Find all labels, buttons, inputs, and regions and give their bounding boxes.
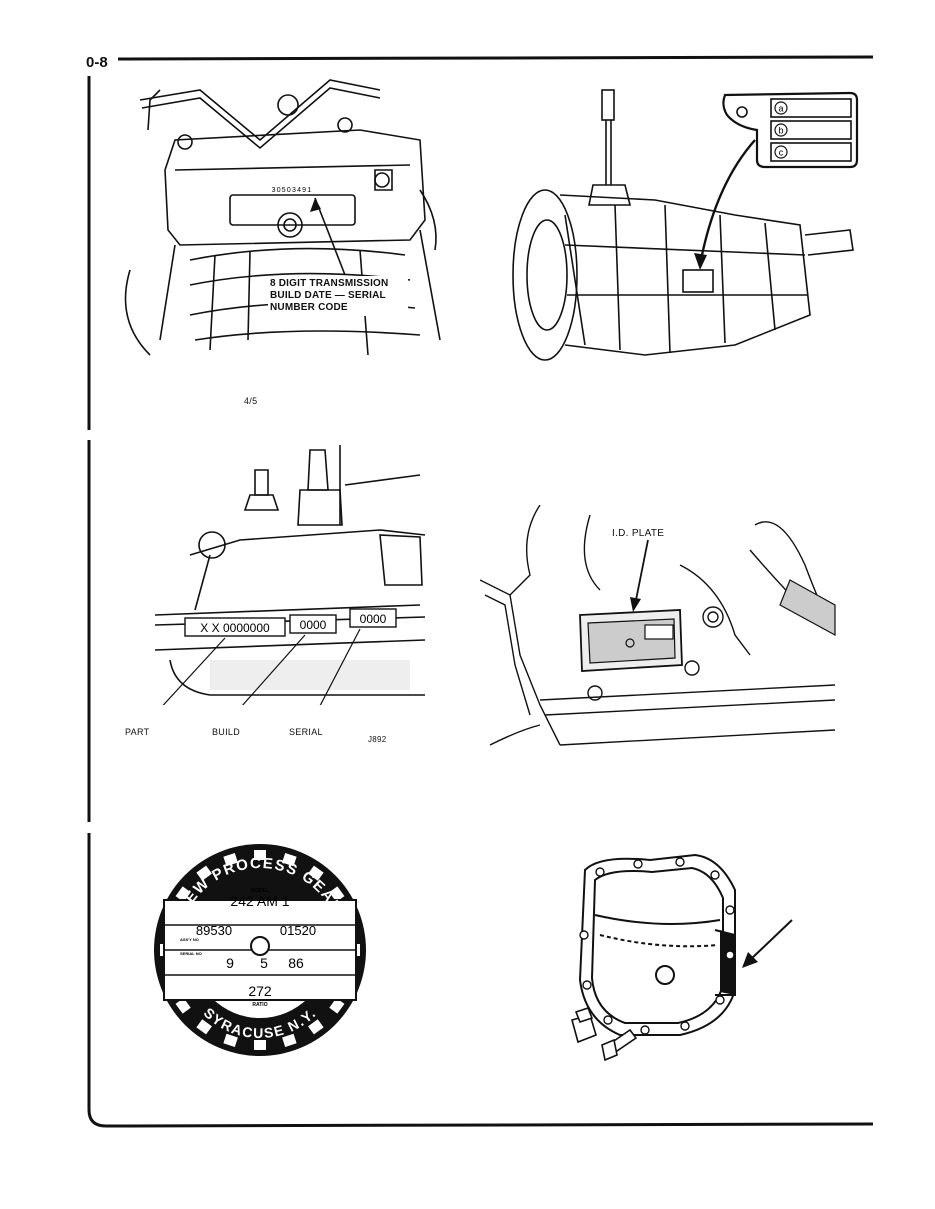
rim-notch (329, 998, 345, 1014)
rim-notch (196, 1019, 212, 1035)
ratio-value: 272 (248, 983, 272, 999)
label-build: BUILD (212, 727, 241, 737)
rim-notch (196, 865, 212, 881)
callout-line-3: NUMBER CODE (270, 302, 348, 313)
serial-code: 0000 (360, 612, 387, 626)
rim-notch (175, 998, 191, 1014)
serial-stamp: 30503491 (272, 187, 313, 194)
callout-line-2: BUILD DATE — SERIAL (270, 290, 386, 301)
figure-id-plate (480, 505, 836, 746)
build-code: 0000 (300, 618, 327, 632)
serial-value-1: 9 (226, 955, 234, 971)
figure3-ref: J892 (368, 735, 387, 744)
rim-notch (282, 853, 297, 867)
page-number: 0-8 (86, 54, 108, 71)
assy-value-2: 01520 (280, 923, 316, 938)
rim-notch (223, 853, 238, 867)
figure-transmission-tag: a b c (512, 89, 859, 361)
ratio-label: RATIO (252, 1002, 267, 1008)
label-part: PART (125, 727, 150, 737)
rim-notch (254, 850, 266, 860)
id-plate-label: I.D. PLATE (612, 528, 665, 539)
rim-notch (254, 1040, 266, 1050)
figure-case-codes: X X 0000000 0000 0000 (154, 445, 426, 705)
figure1-caption: 4/5 (244, 396, 258, 406)
tag-plate (722, 91, 859, 169)
figure-transmission-serial: 30503491 (124, 79, 441, 356)
rim-notch (282, 1033, 297, 1047)
build-date-callout: 8 DIGIT TRANSMISSION BUILD DATE — SERIAL… (270, 278, 388, 314)
callout-line-1: 8 DIGIT TRANSMISSION (270, 278, 389, 289)
serial-label: SERIAL NO (180, 951, 202, 956)
rim-notch (308, 865, 324, 881)
tag-field-b: b (778, 126, 783, 136)
serial-value-2: 5 (260, 955, 268, 971)
rim-notch (223, 1033, 238, 1047)
tag-field-c: c (779, 148, 784, 158)
label-serial: SERIAL (289, 727, 323, 737)
model-value: 242 AM 1 (230, 893, 289, 909)
tag-field-a: a (778, 104, 783, 114)
rim-notch (175, 886, 191, 902)
rim-notch (308, 1019, 324, 1035)
rim-notch (329, 886, 345, 902)
assy-value-1: 89530 (196, 923, 232, 938)
figure-axle-cover (571, 853, 793, 1062)
serial-value-3: 86 (288, 955, 304, 971)
assy-label: ASS'Y NO (180, 937, 199, 942)
model-label: MODEL (251, 888, 269, 894)
figure-npg-tag: NEW PROCESS GEAR SYRACUSE N.Y. MODEL 242… (154, 844, 366, 1056)
part-code: X X 0000000 (200, 621, 270, 635)
